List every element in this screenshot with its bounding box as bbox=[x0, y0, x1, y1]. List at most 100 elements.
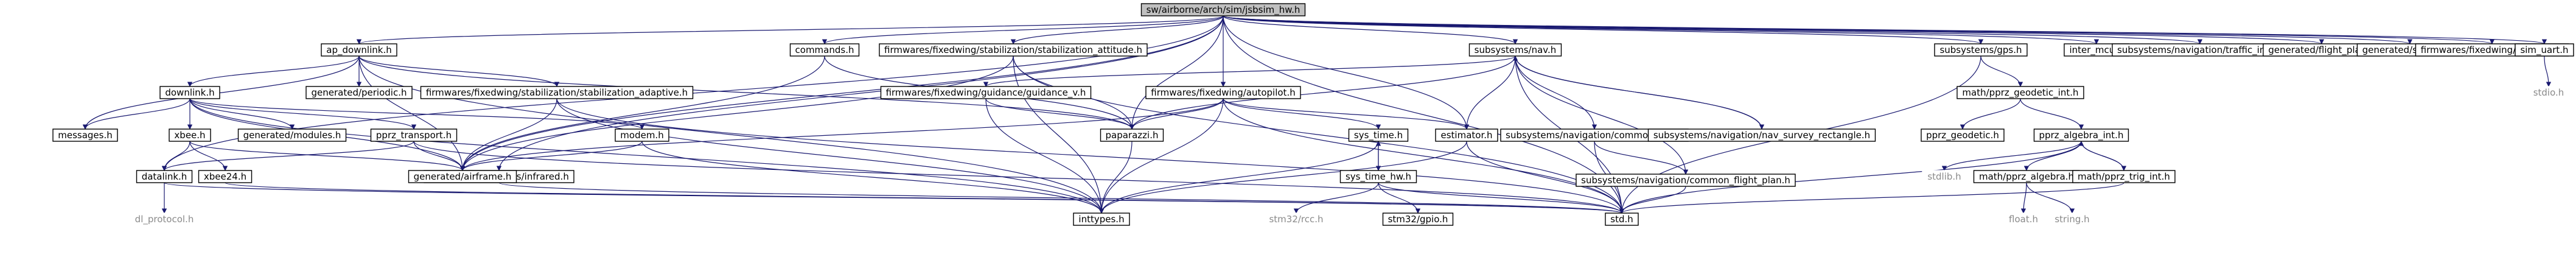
node-stdlib-h[interactable]: stdlib.h bbox=[1922, 170, 1967, 183]
node-box bbox=[615, 128, 669, 142]
node-sys-time-h[interactable]: sys_time.h bbox=[1348, 128, 1409, 142]
node-label: subsystems/navigation/nav_survey_rectang… bbox=[1653, 130, 1870, 141]
node-firmwares-fixedwing-guidance-guidance-v-h[interactable]: firmwares/fixedwing/guidance/guidance_v.… bbox=[880, 86, 1092, 99]
node-dl-protocol-h[interactable]: dl_protocol.h bbox=[129, 213, 200, 226]
edge-geodetic-int-to-algebra-int bbox=[2020, 98, 2084, 130]
edge-stab-att-to-airframe bbox=[459, 55, 1014, 171]
edge-trig-int-to-algebra-int bbox=[2078, 141, 2124, 171]
node-math-pprz-algebra-h[interactable]: math/pprz_algebra.h bbox=[1973, 170, 2080, 183]
node-box bbox=[129, 213, 200, 226]
node-stm32-rcc-h[interactable]: stm32/rcc.h bbox=[1263, 213, 1329, 226]
node-box bbox=[159, 86, 220, 99]
node-float-h[interactable]: float.h bbox=[2003, 213, 2044, 226]
edge-root-to-airframe bbox=[459, 15, 1224, 171]
node-label: firmwares/fixedwing/autopilot.h bbox=[1151, 87, 1295, 98]
node-box bbox=[420, 86, 694, 99]
node-box bbox=[1576, 174, 1796, 187]
node-label: stdlib.h bbox=[1927, 171, 1961, 182]
node-label: firmwares/fixedwing/stabilization/stabil… bbox=[884, 44, 1142, 56]
node-commands-h[interactable]: commands.h bbox=[789, 43, 860, 57]
node-label: stm32/gpio.h bbox=[1388, 214, 1448, 225]
edge-algebra-int-to-stdlib bbox=[1941, 141, 2082, 171]
node-math-pprz-geodetic-int-h[interactable]: math/pprz_geodetic_int.h bbox=[1956, 86, 2084, 99]
node-generated-airframe-h[interactable]: generated/airframe.h bbox=[408, 170, 517, 183]
node-firmwares-fixedwing-stabilization-stabilization-attitude-h[interactable]: firmwares/fixedwing/stabilization/stabil… bbox=[879, 43, 1148, 57]
edge-root-to-paparazzi bbox=[1129, 15, 1224, 130]
node-stdio-h[interactable]: stdio.h bbox=[2527, 86, 2570, 99]
node-stm32-gpio-h[interactable]: stm32/gpio.h bbox=[1382, 213, 1454, 226]
node-subsystems-navigation-common-flight-plan-h[interactable]: subsystems/navigation/common_flight_plan… bbox=[1576, 174, 1796, 187]
node-box bbox=[1140, 3, 1306, 16]
node-ap-downlink-h[interactable]: ap_downlink.h bbox=[321, 43, 397, 57]
node-label: std.h bbox=[1610, 214, 1633, 225]
node-datalink-h[interactable]: datalink.h bbox=[136, 170, 193, 183]
node-sim-uart-h[interactable]: sim_uart.h bbox=[2515, 43, 2574, 57]
node-inttypes-h[interactable]: inttypes.h bbox=[1073, 213, 1130, 226]
node-sys-time-hw-h[interactable]: sys_time_hw.h bbox=[1339, 170, 1417, 183]
edge-pprz-transport-to-std bbox=[413, 141, 1624, 214]
node-box bbox=[2049, 213, 2095, 226]
node-std-h[interactable]: std.h bbox=[1605, 213, 1639, 226]
edge-root-to-ap-downlink bbox=[357, 15, 1224, 44]
edge-root-to-sim-uart bbox=[1223, 15, 2547, 44]
node-pprz-algebra-int-h[interactable]: pprz_algebra_int.h bbox=[2033, 128, 2129, 142]
edge-sys-time-hw-to-std bbox=[1378, 182, 1625, 214]
node-subsystems-navigation-common-nav-h[interactable]: subsystems/navigation/common_nav.h bbox=[1500, 128, 1689, 142]
edge-paparazzi-to-inttypes bbox=[1098, 141, 1133, 214]
node-label: subsystems/navigation/common_nav.h bbox=[1506, 130, 1683, 141]
node-label: generated/modules.h bbox=[243, 130, 341, 141]
edge-sys-time-to-inttypes bbox=[1098, 141, 1379, 214]
node-subsystems-navigation-nav-survey-rectangle-h[interactable]: subsystems/navigation/nav_survey_rectang… bbox=[1647, 128, 1876, 142]
edge-gps-to-geodetic-int bbox=[1980, 55, 2023, 87]
node-xbee-h[interactable]: xbee.h bbox=[169, 128, 211, 142]
node-label: generated/periodic.h bbox=[311, 87, 407, 98]
node-subsystems-gps-h[interactable]: subsystems/gps.h bbox=[1934, 43, 2028, 57]
node-box bbox=[1145, 86, 1301, 99]
edge-downlink-to-modem bbox=[189, 98, 644, 130]
node-string-h[interactable]: string.h bbox=[2049, 213, 2095, 226]
node-downlink-h[interactable]: downlink.h bbox=[159, 86, 220, 99]
node-firmwares-fixedwing-stabilization-stabilization-adaptive-h[interactable]: firmwares/fixedwing/stabilization/stabil… bbox=[420, 86, 694, 99]
edge-downlink-to-modules bbox=[189, 98, 295, 130]
node-box bbox=[1647, 128, 1876, 142]
node-box bbox=[880, 86, 1092, 99]
node-estimator-h[interactable]: estimator.h bbox=[1435, 128, 1498, 142]
node-math-pprz-trig-int-h[interactable]: math/pprz_trig_int.h bbox=[2072, 170, 2176, 183]
edge-nav-to-estimator bbox=[1464, 55, 1516, 130]
node-pprz-geodetic-h[interactable]: pprz_geodetic.h bbox=[1921, 128, 2005, 142]
edge-root-to-datalink bbox=[161, 15, 1224, 171]
node-box bbox=[1435, 128, 1498, 142]
node-box bbox=[198, 170, 253, 183]
edge-sys-time-hw-to-stm32gpio bbox=[1378, 182, 1421, 214]
edge-xbee-to-datalink bbox=[161, 141, 190, 171]
node-label: ap_downlink.h bbox=[326, 44, 392, 56]
node-label: sys_time_hw.h bbox=[1346, 171, 1411, 183]
node-label: dl_protocol.h bbox=[135, 214, 194, 225]
edge-nav-to-common-nav bbox=[1515, 55, 1597, 130]
node-box bbox=[2033, 128, 2129, 142]
node-pprz-transport-h[interactable]: pprz_transport.h bbox=[370, 128, 458, 142]
edge-xbee24-to-std bbox=[225, 182, 1624, 214]
node-generated-modules-h[interactable]: generated/modules.h bbox=[237, 128, 347, 142]
node-label: inttypes.h bbox=[1078, 214, 1124, 225]
node-subsystems-nav-h[interactable]: subsystems/nav.h bbox=[1468, 43, 1562, 57]
node-label: datalink.h bbox=[142, 171, 187, 182]
node-xbee24-h[interactable]: xbee24.h bbox=[198, 170, 253, 183]
edge-root-to-gps bbox=[1223, 15, 1983, 44]
node-firmwares-fixedwing-autopilot-h[interactable]: firmwares/fixedwing/autopilot.h bbox=[1145, 86, 1301, 99]
node-modem-h[interactable]: modem.h bbox=[615, 128, 669, 142]
node-messages-h[interactable]: messages.h bbox=[52, 128, 118, 142]
node-box bbox=[136, 170, 193, 183]
node-subsystems-navigation-traffic-info-h[interactable]: subsystems/navigation/traffic_info.h bbox=[2112, 43, 2288, 57]
node-generated-periodic-h[interactable]: generated/periodic.h bbox=[305, 86, 413, 99]
edge-root-to-infrared bbox=[496, 15, 1224, 171]
node-label: xbee.h bbox=[174, 130, 205, 141]
node-label: subsystems/navigation/common_flight_plan… bbox=[1581, 175, 1790, 186]
node-box bbox=[1073, 213, 1130, 226]
edge-modem-to-inttypes bbox=[641, 141, 1105, 214]
node-paparazzi-h[interactable]: paparazzi.h bbox=[1100, 128, 1164, 142]
node-generated-flight-plan-h[interactable]: generated/flight_plan.h bbox=[2263, 43, 2381, 57]
edge-common-nav-to-common-flight-plan bbox=[1594, 141, 1689, 175]
edge-geodetic-int-to-pprz-geodetic bbox=[1960, 98, 2021, 130]
